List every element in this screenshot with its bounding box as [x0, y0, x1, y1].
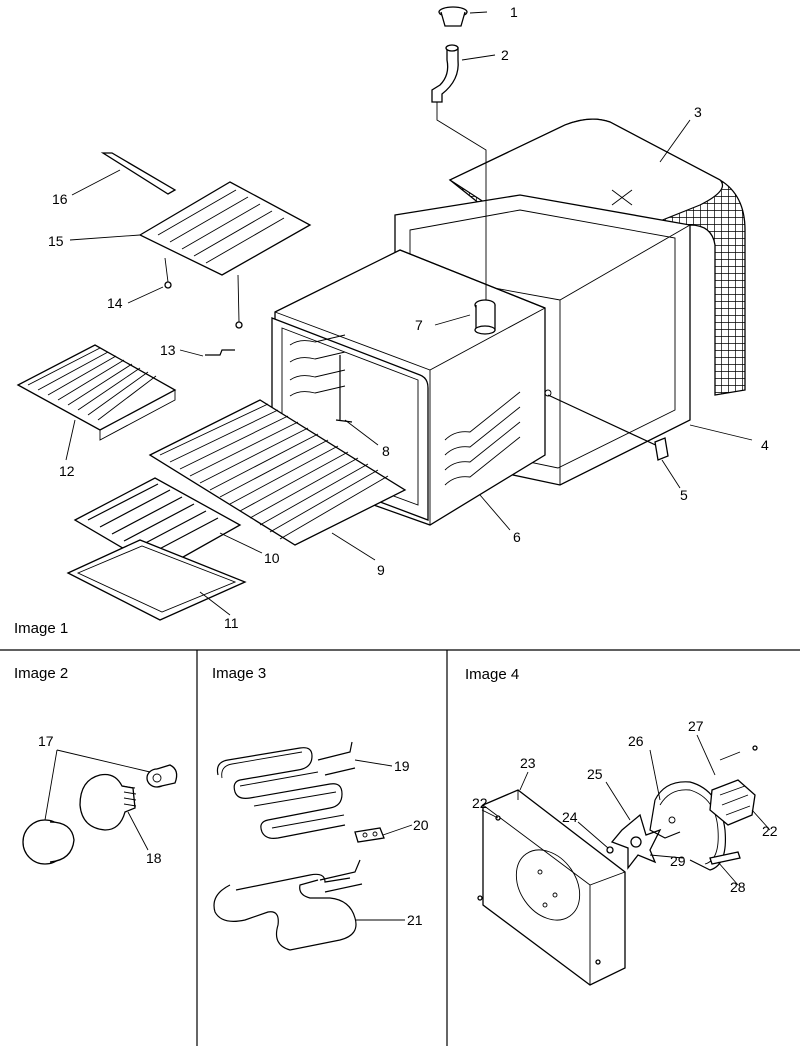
callout-22-left: 22 — [472, 795, 488, 811]
fan-nut — [606, 846, 614, 854]
image3-panel: Image 3 19 20 21 — [212, 665, 429, 951]
image1-callouts — [65, 11, 753, 616]
lamp-sleeve — [146, 764, 178, 788]
callout-2: 2 — [501, 47, 509, 63]
callout-20: 20 — [413, 817, 429, 833]
callout-25: 25 — [587, 766, 603, 782]
broiler-pan — [66, 539, 247, 621]
image4-panel: Image 4 — [465, 666, 778, 986]
callout-8: 8 — [382, 443, 390, 459]
motor-bracket — [709, 851, 741, 865]
lamp-lens — [22, 819, 75, 865]
panel-title-image1: Image 1 — [14, 620, 68, 637]
callout-27: 27 — [688, 718, 704, 734]
callout-24: 24 — [562, 809, 578, 825]
callout-15: 15 — [48, 233, 64, 249]
rack-clip — [205, 349, 235, 356]
callout-14: 14 — [107, 295, 123, 311]
oven-rack — [148, 399, 407, 546]
callout-17: 17 — [38, 733, 54, 749]
drip-tray — [138, 181, 312, 276]
callout-4: 4 — [761, 437, 769, 453]
panel-title-image2: Image 2 — [14, 665, 68, 682]
callout-3: 3 — [694, 104, 702, 120]
wire-shelf — [16, 344, 177, 441]
screw-14b — [235, 321, 243, 329]
callout-26: 26 — [628, 733, 644, 749]
callout-1: 1 — [510, 4, 518, 20]
panel-title-image3: Image 3 — [212, 665, 266, 682]
broil-element — [213, 859, 363, 951]
vent-assembly — [431, 6, 496, 335]
bake-element — [216, 741, 356, 839]
callout-18: 18 — [146, 850, 162, 866]
light-bulb — [79, 773, 137, 831]
callout-9: 9 — [377, 562, 385, 578]
callout-13: 13 — [160, 342, 176, 358]
image2-panel: Image 2 17 18 — [14, 665, 178, 866]
sensor-clip — [335, 355, 353, 423]
fan-motor — [709, 745, 758, 826]
callout-22-right: 22 — [762, 823, 778, 839]
panel-title-image4: Image 4 — [465, 666, 519, 683]
callout-7: 7 — [415, 317, 423, 333]
callout-11: 11 — [224, 615, 239, 631]
callout-10: 10 — [264, 550, 280, 566]
callout-28: 28 — [730, 879, 746, 895]
callout-19: 19 — [394, 758, 410, 774]
fan-blade — [610, 813, 662, 870]
convection-cover — [477, 789, 626, 986]
callout-23: 23 — [520, 755, 536, 771]
callout-6: 6 — [513, 529, 521, 545]
callout-21: 21 — [407, 912, 423, 928]
image1-panel: 1 2 3 4 5 6 7 8 9 10 11 12 13 14 15 16 I… — [14, 4, 769, 637]
panel-dividers — [0, 649, 800, 1046]
element-bracket — [354, 827, 385, 843]
screw-14 — [164, 281, 172, 289]
callout-16: 16 — [52, 191, 68, 207]
callout-12: 12 — [59, 463, 75, 479]
tray-bracket — [100, 152, 177, 195]
callout-29: 29 — [670, 853, 686, 869]
sensor-bracket — [547, 394, 669, 461]
callout-5: 5 — [680, 487, 688, 503]
